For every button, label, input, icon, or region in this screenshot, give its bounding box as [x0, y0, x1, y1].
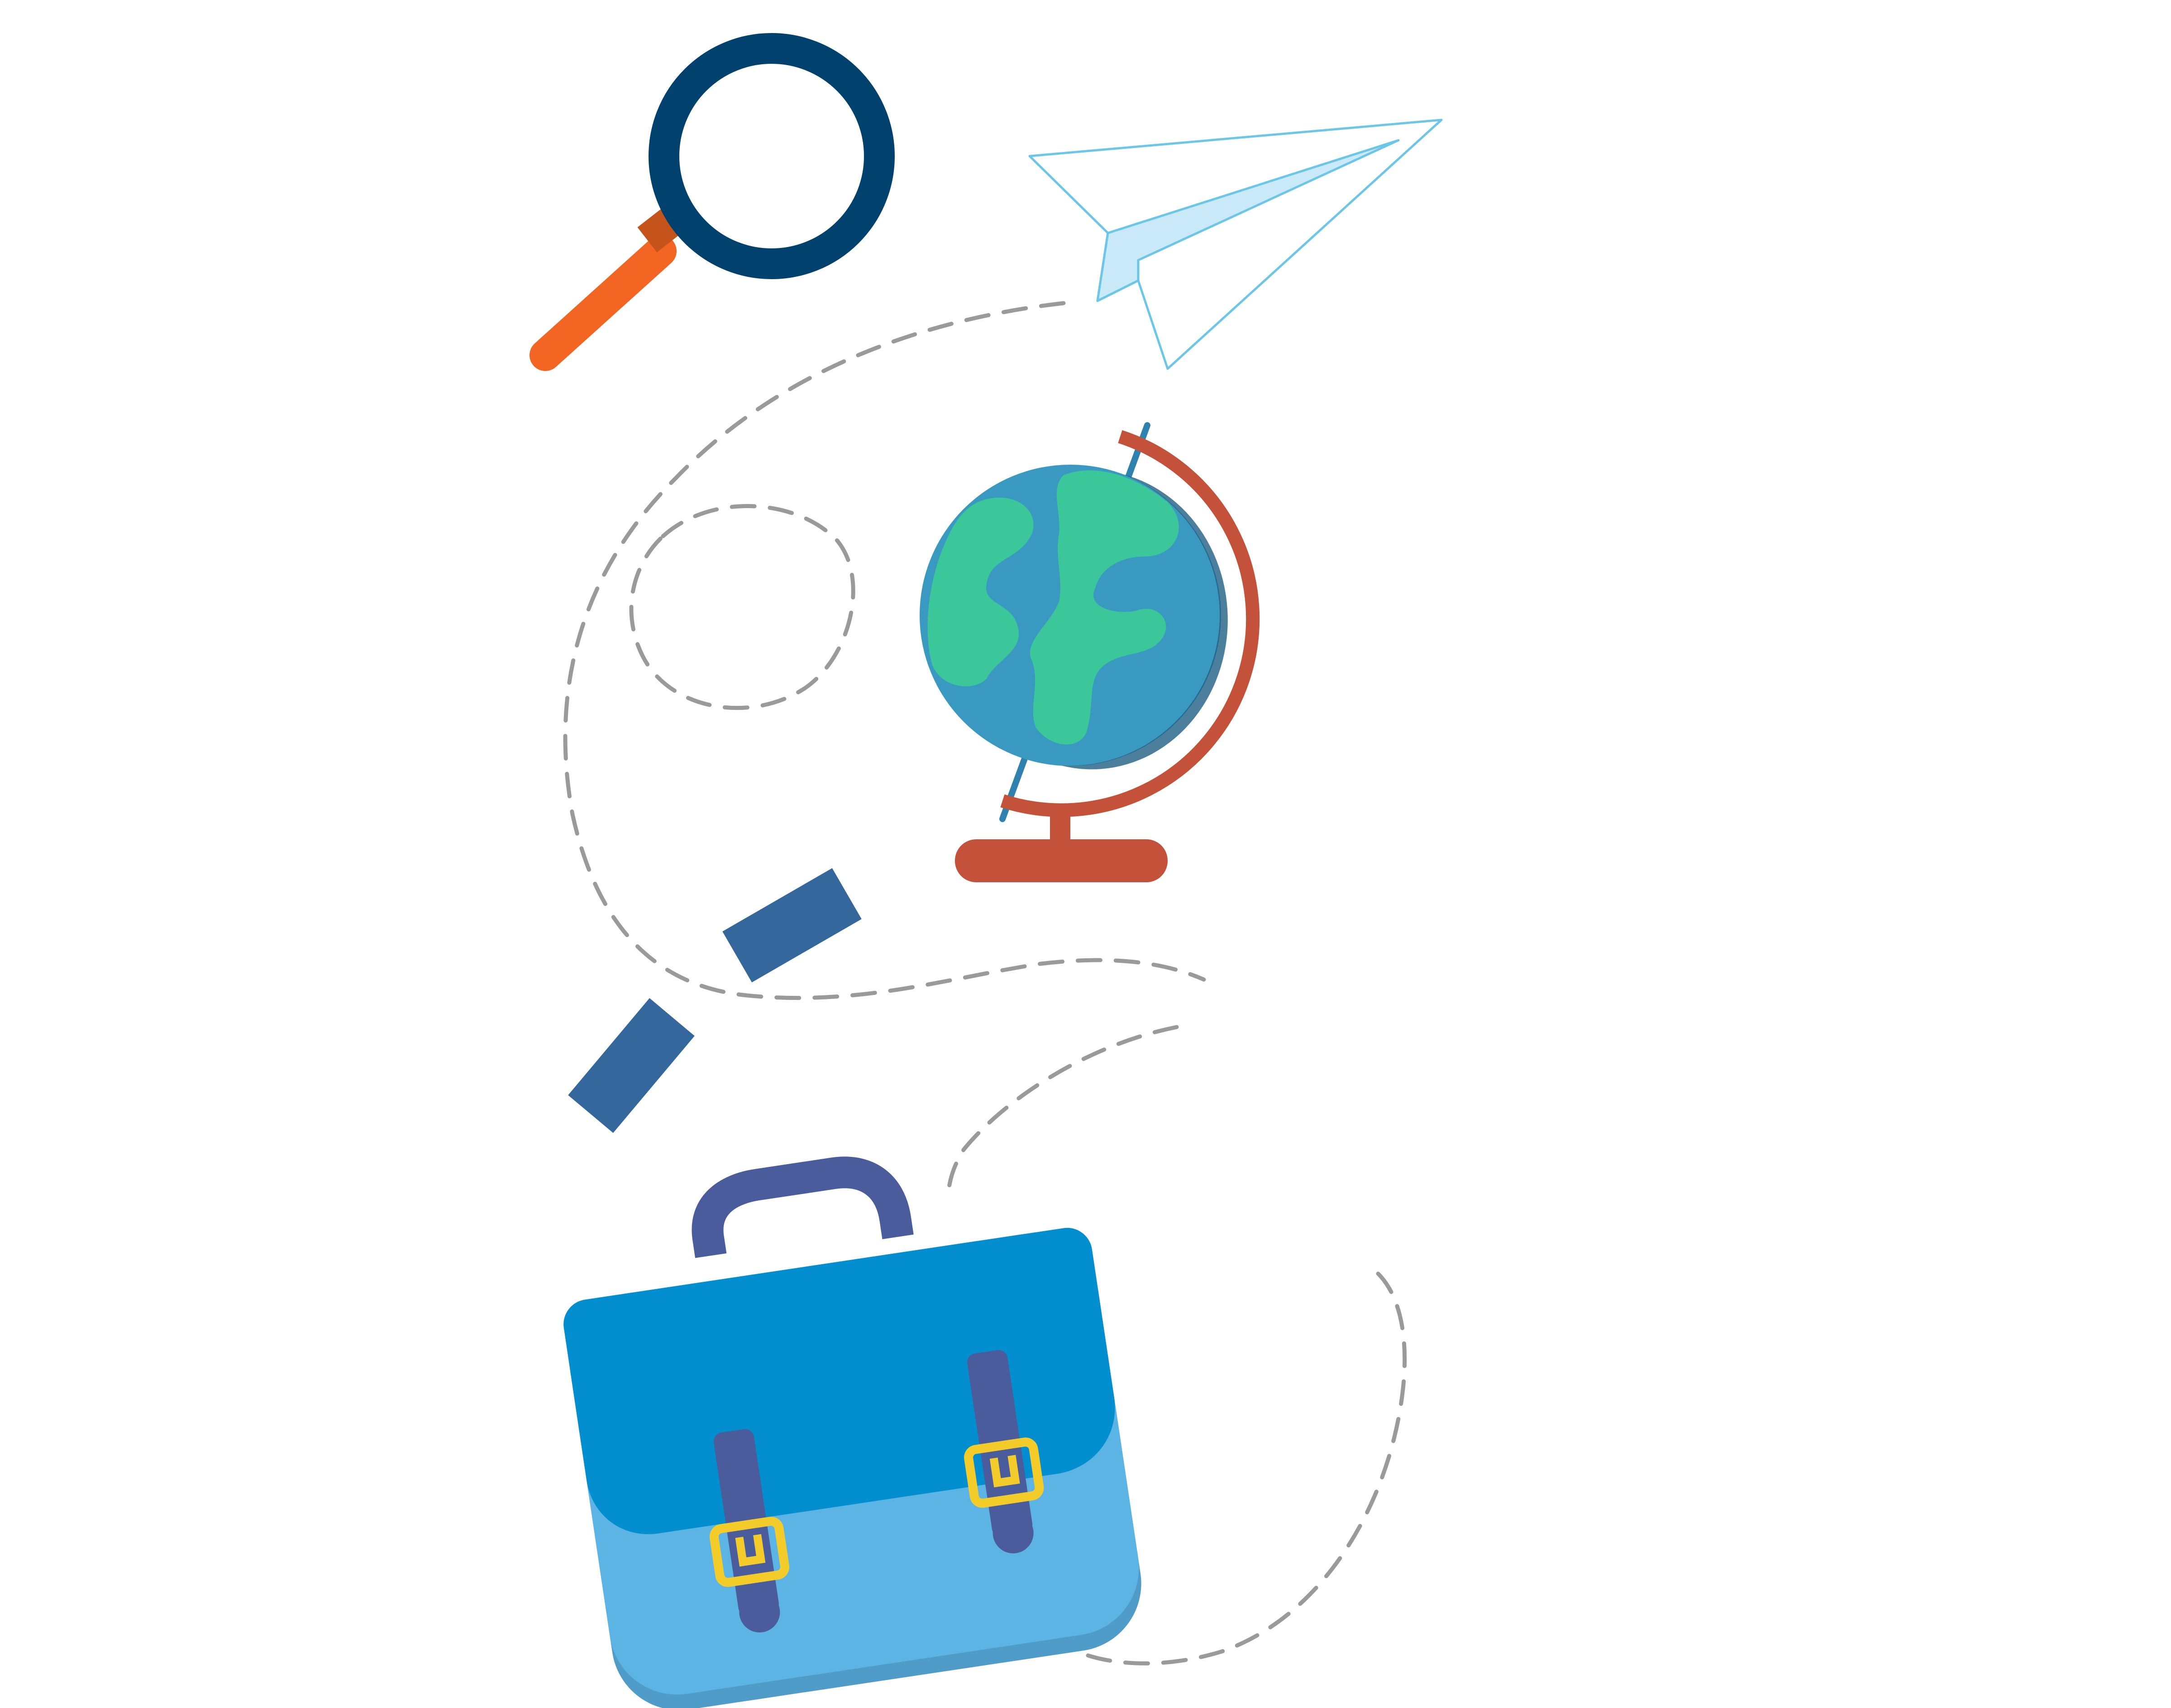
globe-icon — [920, 422, 1260, 882]
briefcase-icon — [563, 1156, 1141, 1708]
dashed-path-main — [563, 301, 1206, 1000]
bag-handle — [692, 1156, 914, 1258]
globe-land-east — [1030, 470, 1179, 745]
magnifier-lens — [649, 33, 895, 279]
card-lower — [568, 998, 697, 1136]
dashed-path-group — [563, 301, 1407, 1665]
buckle-right-icon — [964, 1437, 1044, 1508]
card-icon — [568, 865, 862, 1136]
dashed-path-lower — [946, 1025, 1179, 1201]
card-upper — [720, 865, 862, 983]
dashed-path-loop — [629, 504, 855, 710]
globe-base — [955, 839, 1168, 882]
dashed-path-right — [1075, 1271, 1407, 1665]
bag-flap — [563, 1227, 1115, 1534]
globe-meridian-arc — [1000, 430, 1260, 817]
bag-strap-left-tip — [739, 1591, 780, 1632]
globe-stem — [1050, 810, 1070, 842]
magnifying-glass-icon — [530, 33, 895, 371]
plane-wing-fold — [1096, 139, 1400, 302]
magnifier-handle — [530, 235, 677, 371]
bag-strap-right-tip — [992, 1513, 1034, 1554]
globe-land-west — [927, 497, 1034, 686]
plane-body — [1028, 119, 1443, 370]
paper-plane-icon — [1028, 119, 1443, 370]
buckle-left-icon — [709, 1517, 790, 1587]
